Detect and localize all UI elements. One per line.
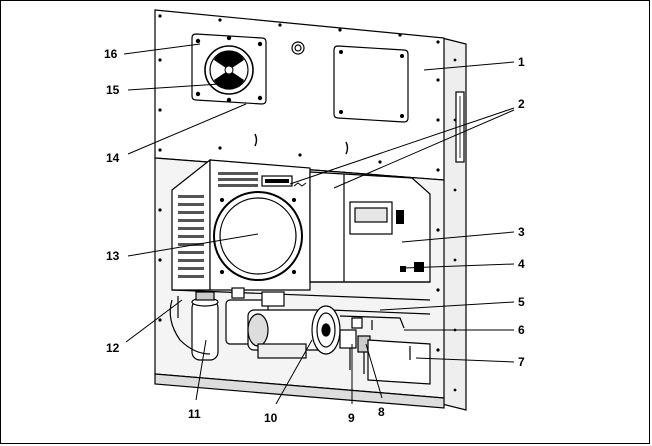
callout-2: 2 [518, 97, 525, 111]
callout-13: 13 [106, 249, 120, 263]
base-rail [154, 373, 445, 409]
callout-3: 3 [518, 225, 525, 239]
condenser-grille [213, 191, 303, 281]
piping-right [339, 315, 405, 330]
leader-lines [123, 43, 515, 405]
callout-5: 5 [518, 295, 525, 309]
callout-10: 10 [264, 411, 278, 425]
callout-6: 6 [518, 323, 525, 337]
side-louvers [178, 195, 204, 278]
callout-14: 14 [106, 151, 120, 165]
vent-disc [204, 45, 254, 95]
callout-11: 11 [188, 407, 201, 421]
callout-1: 1 [518, 55, 525, 69]
panel-holes [158, 14, 457, 392]
callout-8: 8 [378, 405, 385, 419]
callout-labels: 1 2 3 4 5 6 7 8 9 10 11 12 13 14 15 16 [104, 47, 525, 425]
callout-12: 12 [106, 341, 120, 355]
callout-4: 4 [518, 257, 525, 271]
top-grille [218, 172, 258, 187]
callout-15: 15 [106, 83, 120, 97]
receiver-cylinder [191, 291, 219, 361]
callout-9: 9 [348, 411, 355, 425]
compressor-flange [311, 305, 341, 355]
round-plug [291, 41, 305, 55]
lower-box [367, 339, 431, 385]
access-panel [333, 45, 409, 123]
controller-display [349, 201, 393, 235]
callout-7: 7 [518, 355, 525, 369]
tubing-left [169, 296, 211, 355]
callout-16: 16 [104, 47, 118, 61]
